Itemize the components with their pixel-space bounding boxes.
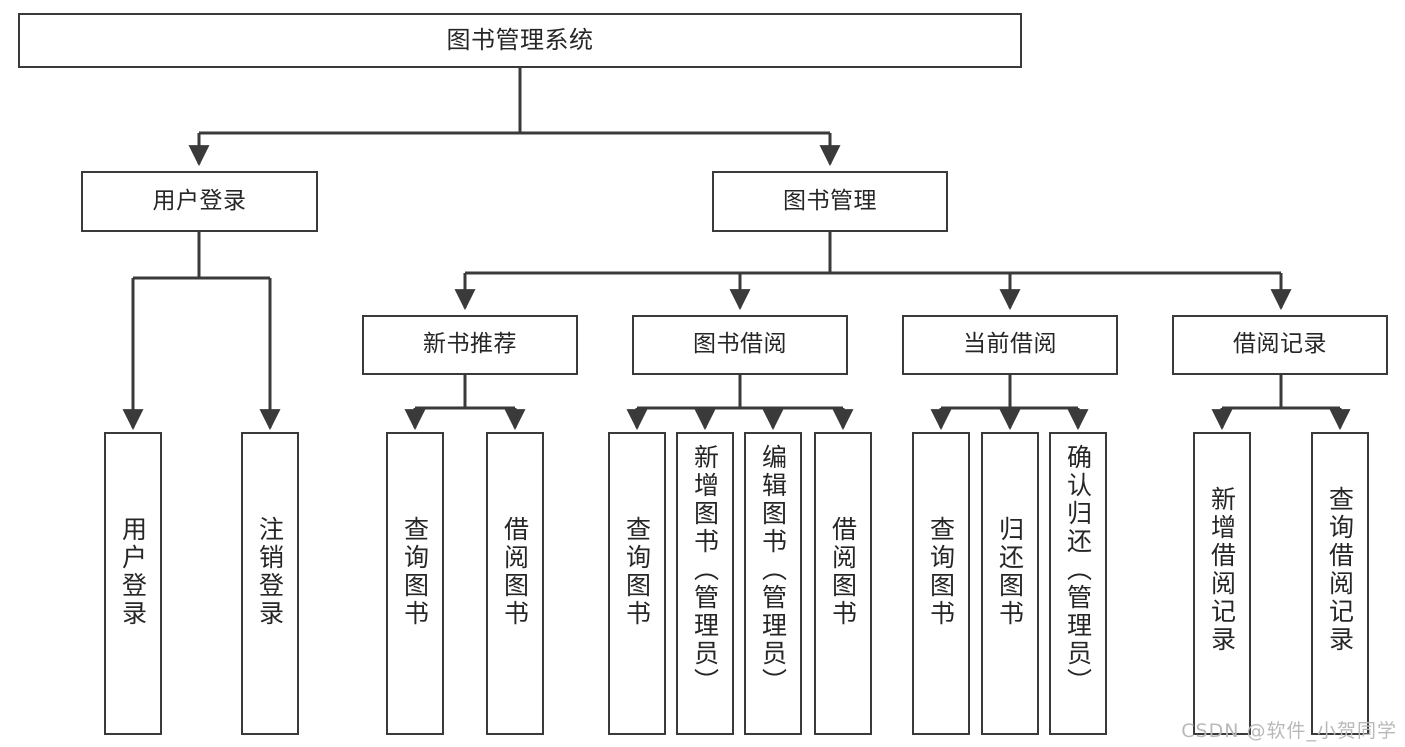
node-leaf-confirm-return-admin-label: 确认归还（管理员） [1063,444,1093,696]
node-leaf-borrow-book-recommend-label: 借阅图书 [500,516,530,628]
node-leaf-borrow-book[interactable]: 借阅图书 [814,432,872,735]
node-new-book-recommend-label: 新书推荐 [423,331,517,358]
node-user-login-label: 用户登录 [152,187,247,214]
node-root-label: 图书管理系统 [446,26,594,55]
node-borrow-record[interactable]: 借阅记录 [1172,315,1388,375]
node-new-book-recommend[interactable]: 新书推荐 [362,315,578,375]
node-leaf-edit-book-admin-label: 编辑图书（管理员） [758,444,788,696]
node-leaf-return-book-label: 归还图书 [995,516,1025,628]
node-leaf-query-book-recommend[interactable]: 查询图书 [386,432,444,735]
node-leaf-logout[interactable]: 注销登录 [241,432,299,735]
node-book-borrow-label: 图书借阅 [693,331,787,358]
node-leaf-user-login-label: 用户登录 [118,516,148,628]
node-leaf-borrow-book-recommend[interactable]: 借阅图书 [486,432,544,735]
node-leaf-add-book-admin[interactable]: 新增图书（管理员） [676,432,734,735]
node-current-borrow-label: 当前借阅 [963,331,1057,358]
node-book-management[interactable]: 图书管理 [712,171,948,232]
node-leaf-query-book-current-label: 查询图书 [926,516,956,628]
node-leaf-borrow-book-label: 借阅图书 [828,516,858,628]
node-leaf-edit-book-admin[interactable]: 编辑图书（管理员） [744,432,802,735]
node-book-management-label: 图书管理 [783,187,877,214]
node-user-login[interactable]: 用户登录 [81,171,318,232]
node-leaf-query-book-borrow[interactable]: 查询图书 [608,432,666,735]
node-root[interactable]: 图书管理系统 [18,13,1022,68]
node-leaf-logout-label: 注销登录 [255,516,285,628]
node-leaf-return-book[interactable]: 归还图书 [981,432,1039,735]
node-book-borrow[interactable]: 图书借阅 [632,315,848,375]
csdn-watermark: CSDN @软件_小贺同学 [1181,720,1397,742]
node-current-borrow[interactable]: 当前借阅 [902,315,1118,375]
node-leaf-confirm-return-admin[interactable]: 确认归还（管理员） [1049,432,1107,735]
node-leaf-query-book-recommend-label: 查询图书 [400,516,430,628]
node-leaf-add-book-admin-label: 新增图书（管理员） [690,444,720,696]
node-leaf-user-login[interactable]: 用户登录 [104,432,162,735]
node-leaf-add-borrow-record-label: 新增借阅记录 [1207,486,1237,654]
node-leaf-query-book-borrow-label: 查询图书 [622,516,652,628]
node-borrow-record-label: 借阅记录 [1233,331,1327,358]
node-leaf-query-borrow-record-label: 查询借阅记录 [1325,486,1355,654]
node-leaf-query-borrow-record[interactable]: 查询借阅记录 [1311,432,1369,735]
node-leaf-query-book-current[interactable]: 查询图书 [912,432,970,735]
node-leaf-add-borrow-record[interactable]: 新增借阅记录 [1193,432,1251,735]
